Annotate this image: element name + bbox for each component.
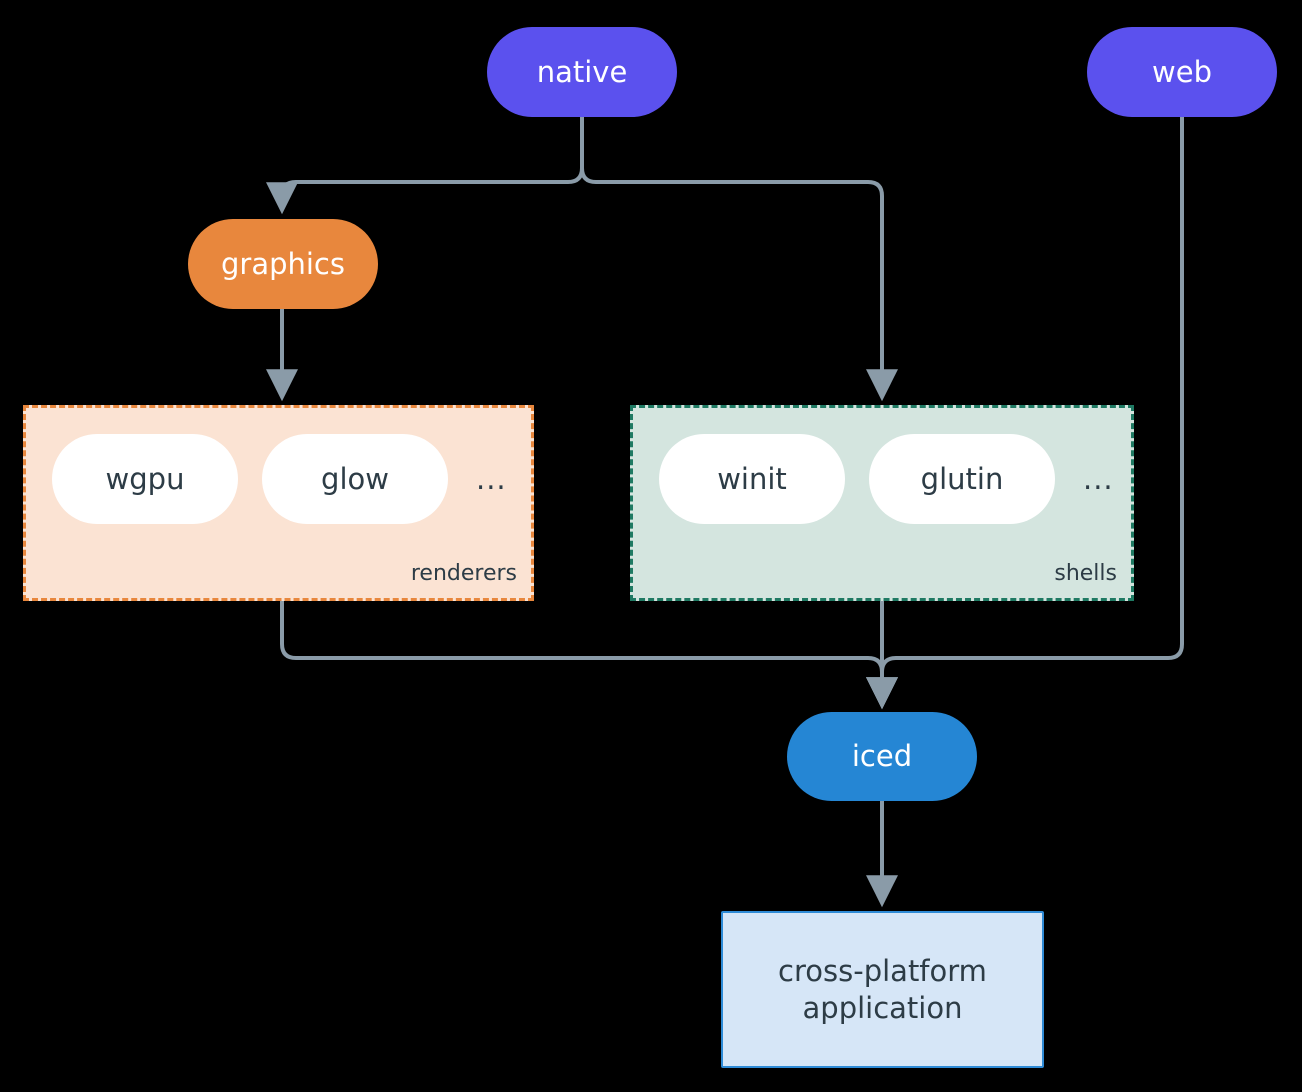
- node-web-label: web: [1152, 54, 1212, 89]
- node-native-label: native: [536, 54, 628, 89]
- edge-web-to-iced: [866, 115, 1184, 710]
- application-label-line-2: application: [802, 990, 963, 1025]
- node-cross-platform-application[interactable]: cross-platform application: [721, 911, 1044, 1068]
- node-native[interactable]: native: [487, 27, 677, 117]
- renderers-chip-row: wgpu glow ...: [52, 434, 507, 524]
- renderers-ellipsis: ...: [476, 462, 507, 496]
- group-shells: winit glutin ... shells: [630, 405, 1134, 601]
- chip-glutin[interactable]: glutin: [869, 434, 1055, 524]
- shells-chip-row: winit glutin ...: [659, 434, 1114, 524]
- node-iced[interactable]: iced: [787, 712, 977, 801]
- edge-native-to-shells: [580, 115, 898, 402]
- chip-glutin-label: glutin: [920, 462, 1004, 496]
- chip-wgpu[interactable]: wgpu: [52, 434, 238, 524]
- group-renderers: wgpu glow ... renderers: [23, 405, 534, 601]
- node-graphics[interactable]: graphics: [188, 219, 378, 309]
- chip-glow[interactable]: glow: [262, 434, 448, 524]
- shells-ellipsis: ...: [1083, 462, 1114, 496]
- chip-winit[interactable]: winit: [659, 434, 845, 524]
- edge-native-to-graphics: [266, 115, 584, 215]
- edge-renderers-to-iced: [280, 599, 898, 710]
- group-renderers-label: renderers: [410, 561, 517, 586]
- chip-winit-label: winit: [717, 462, 787, 496]
- chip-glow-label: glow: [321, 462, 389, 496]
- node-iced-label: iced: [851, 739, 913, 774]
- node-web[interactable]: web: [1087, 27, 1277, 117]
- chip-wgpu-label: wgpu: [105, 462, 185, 496]
- group-shells-label: shells: [1054, 561, 1117, 586]
- application-label-line-1: cross-platform: [778, 954, 987, 989]
- node-graphics-label: graphics: [220, 246, 345, 281]
